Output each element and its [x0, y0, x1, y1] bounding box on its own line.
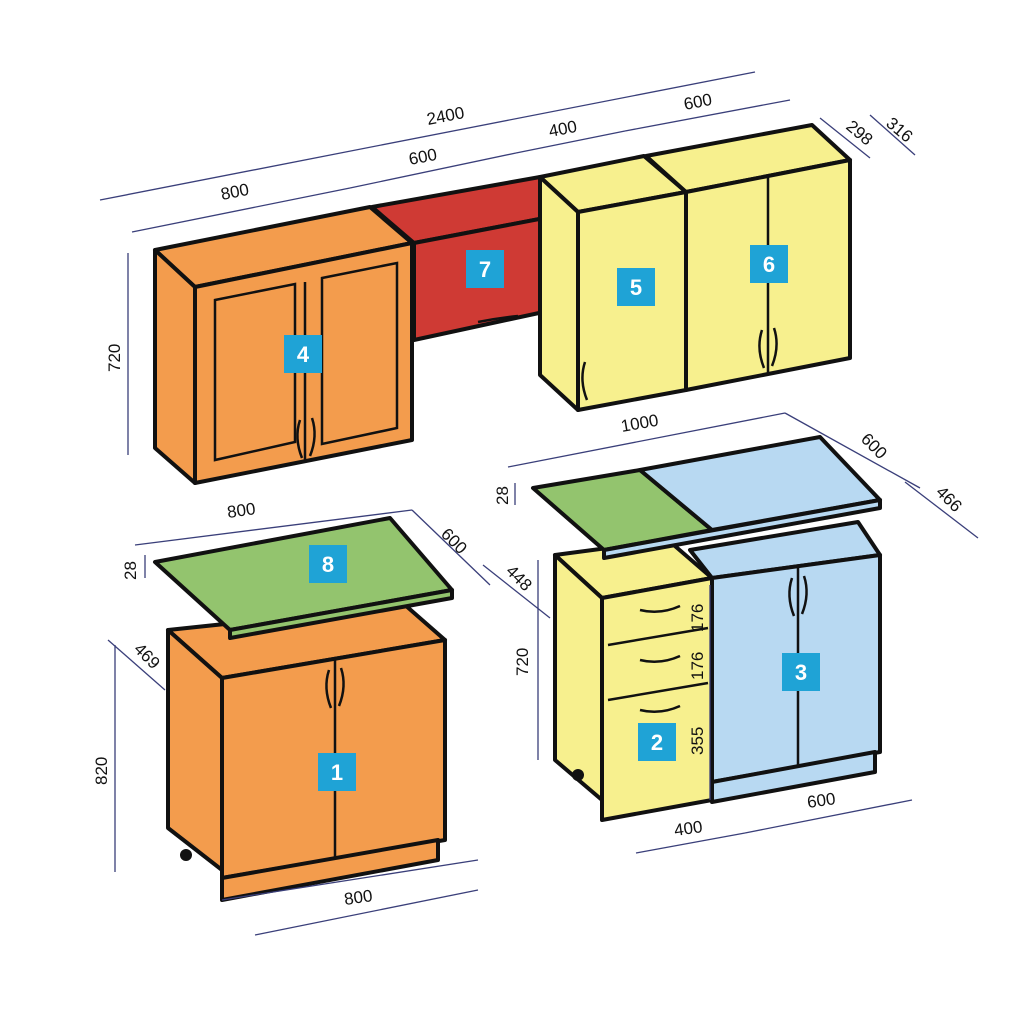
dim-line-upper-m7 — [349, 152, 517, 189]
badge-8-label: 8 — [322, 552, 334, 577]
dim-upper-m6-width: 600 — [682, 90, 713, 114]
dim-line-right-top-depth — [784, 412, 921, 489]
dim-line-upper-m5 — [515, 130, 626, 154]
badge-2-label: 2 — [651, 730, 663, 755]
dim-right-top-depth: 600 — [857, 429, 890, 462]
badge-2-bg — [638, 723, 676, 761]
module-7-handle-icon — [477, 314, 519, 324]
module-2-side — [553, 553, 604, 802]
module-5-handle-icon — [581, 361, 589, 401]
module-4-side — [153, 248, 197, 485]
dim-line-upper-m4 — [131, 187, 351, 233]
dim-upper-m5-width: 400 — [547, 117, 578, 141]
badge-module-5: 5 — [617, 268, 655, 306]
badge-1-bg — [318, 753, 356, 791]
badge-1-label: 1 — [331, 760, 343, 785]
module-4-wall-cabinet — [153, 205, 414, 485]
dim-line-m2-width — [635, 832, 746, 854]
module-1-base-cabinet — [166, 603, 447, 902]
dim-top8-thickness: 28 — [121, 561, 140, 580]
right-countertop — [531, 435, 882, 560]
dim-upper-height: 720 — [105, 344, 124, 372]
dim-m1-height: 820 — [92, 757, 111, 785]
module-2-drawer-3-handle-icon — [639, 704, 681, 714]
module-2-drawer-1-line — [607, 626, 709, 647]
badge-6-label: 6 — [763, 252, 775, 277]
dim-line-m1-width — [221, 859, 479, 901]
dim-line-m1-width-2 — [254, 889, 479, 936]
dim-m1-width: 800 — [343, 886, 374, 909]
badge-6-bg — [750, 245, 788, 283]
module-4-handle-icon — [296, 417, 316, 459]
module-2-drawer-2-handle-icon — [639, 654, 681, 664]
dim-upper-depth-316: 316 — [882, 114, 916, 147]
dim-line-m2-depth — [482, 564, 551, 619]
module-5-wall-cabinet — [538, 154, 688, 412]
badge-7-label: 7 — [479, 257, 491, 282]
dim-right-depth-466: 466 — [932, 482, 965, 515]
badge-module-7: 7 — [466, 250, 504, 288]
module-4-right-door-panel — [320, 261, 399, 446]
dimension-lines — [99, 71, 979, 936]
module-4-left-door-panel — [213, 282, 297, 462]
dim-line-upper-depth-316 — [869, 114, 916, 156]
dim-line-top8-width — [134, 509, 413, 546]
badge-7-bg — [466, 250, 504, 288]
dim-right-top-width: 1000 — [619, 411, 660, 436]
badge-3-bg — [782, 653, 820, 691]
dim-top8-width: 800 — [226, 499, 257, 522]
badge-5-label: 5 — [630, 275, 642, 300]
dim-upper-m7-width: 600 — [407, 145, 438, 169]
module-2-drawer-1-handle-icon — [639, 604, 681, 614]
dim-line-right-top-width — [507, 412, 786, 468]
dim-line-upper-m6 — [624, 99, 791, 132]
dim-drawer-3: 355 — [688, 727, 707, 755]
dim-line-right-depth-466 — [904, 481, 979, 539]
module-5-side — [538, 175, 580, 412]
dim-line-upper-total — [99, 71, 756, 201]
module-3-plinth — [710, 750, 877, 804]
dim-line-top8-depth — [411, 509, 491, 586]
dim-m1-depth: 469 — [130, 639, 163, 672]
dim-top8-depth: 600 — [437, 524, 470, 557]
dim-m2-height: 720 — [513, 648, 532, 676]
dim-right-top-thickness: 28 — [493, 486, 512, 505]
dim-drawer-1: 176 — [688, 604, 707, 632]
badge-module-6: 6 — [750, 245, 788, 283]
module-8-countertop — [153, 516, 454, 640]
dim-drawer-2: 176 — [688, 652, 707, 680]
badge-module-3: 3 — [782, 653, 820, 691]
dim-upper-m4-width: 800 — [219, 180, 250, 204]
badge-4-label: 4 — [297, 342, 310, 367]
module-3-handle-icon — [788, 575, 808, 617]
module-1-plinth — [220, 838, 440, 902]
badge-8-bg — [309, 545, 347, 583]
badge-5-bg — [617, 268, 655, 306]
dim-m2-width: 400 — [673, 817, 704, 840]
dim-m3-width: 600 — [806, 789, 837, 812]
badge-3-label: 3 — [795, 660, 807, 685]
module-2-drawer-cabinet — [553, 538, 714, 822]
badge-module-2: 2 — [638, 723, 676, 761]
dim-line-m1-depth — [107, 639, 166, 691]
dim-line-m3-width — [744, 799, 913, 834]
badge-4-bg — [284, 335, 322, 373]
module-1-handle-icon — [325, 667, 345, 709]
module-badges: 1 2 3 4 5 6 7 8 — [284, 245, 820, 791]
module-1-leg-icon — [180, 849, 192, 861]
module-2-drawer-2-line — [607, 681, 709, 702]
badge-module-8: 8 — [309, 545, 347, 583]
dim-m2-depth: 448 — [502, 561, 535, 594]
right-countertop-edge — [602, 498, 882, 560]
module-2-leg-icon — [572, 769, 584, 781]
module-6-handle-icon — [758, 327, 778, 369]
dim-upper-depth-298: 298 — [842, 117, 876, 150]
badge-module-4: 4 — [284, 335, 322, 373]
dim-upper-total: 2400 — [425, 103, 466, 129]
module-8-edge — [228, 588, 454, 640]
badge-module-1: 1 — [318, 753, 356, 791]
dim-line-upper-depth-298 — [819, 117, 871, 159]
